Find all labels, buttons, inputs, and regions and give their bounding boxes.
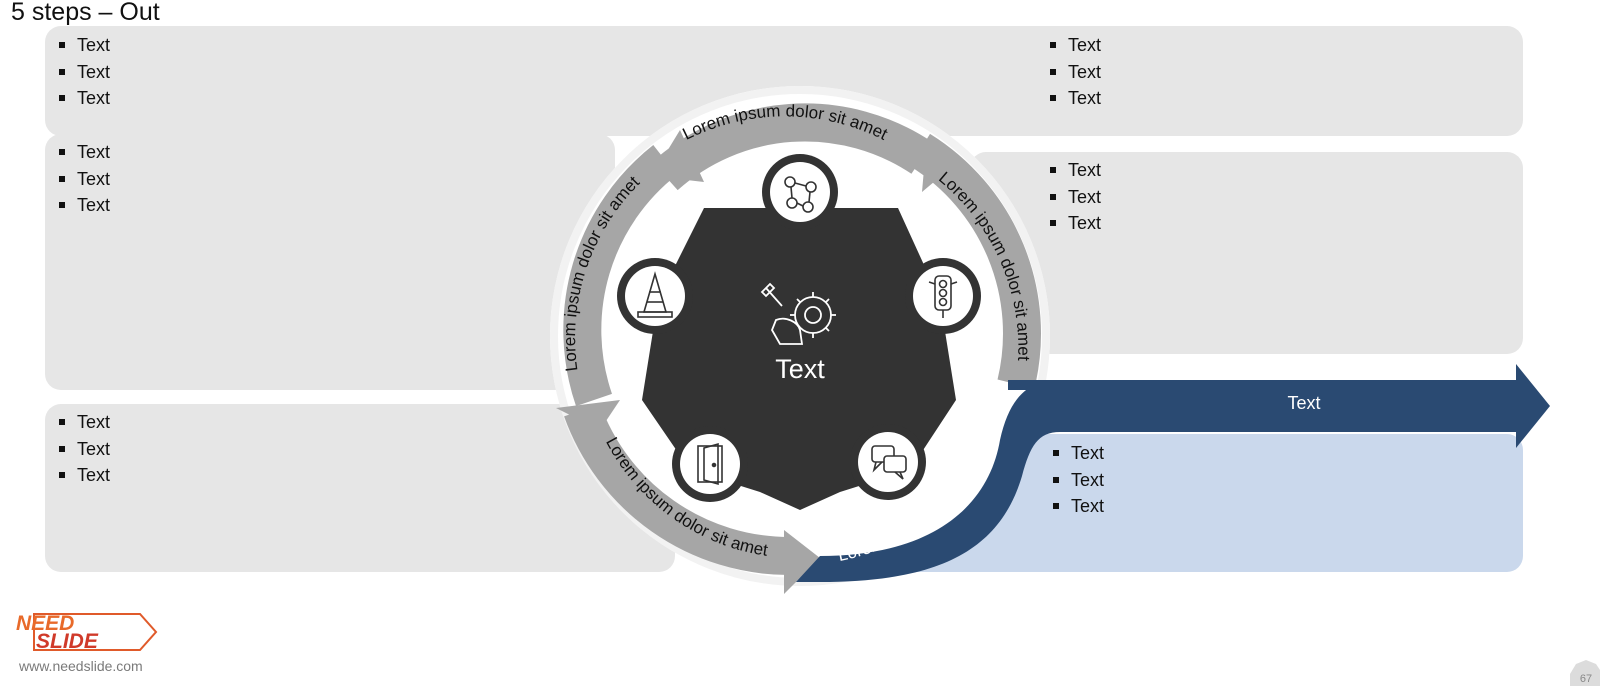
bullet-list-bottom-left: Text Text Text (57, 409, 110, 489)
logo-graphic: NEED SLIDE (16, 612, 158, 653)
bullet-item: Text (1048, 184, 1101, 211)
arc-segment-bottom-left (564, 403, 791, 576)
arc-segment-right (909, 133, 1041, 389)
bullet-item: Text (57, 166, 110, 193)
needslide-logo: NEED SLIDE (14, 610, 164, 660)
arrowhead-bottom (784, 530, 820, 594)
bullet-item: Text (1048, 210, 1101, 237)
bullet-item: Text (1048, 85, 1101, 112)
bullet-item: Text (57, 139, 110, 166)
traffic-cone-icon (637, 271, 673, 318)
bullet-item: Text (57, 192, 110, 219)
bullet-item: Text (57, 462, 110, 489)
traffic-light-icon (928, 275, 958, 318)
panel-mid-right (970, 152, 1523, 354)
arc-segment-left (563, 145, 677, 407)
page-number: 67 (1580, 673, 1592, 685)
step-node-left (617, 258, 693, 334)
bullet-list-top-right: Text Text Text (1048, 32, 1101, 112)
bullet-list-mid-right: Text Text Text (1048, 157, 1101, 237)
arrowhead-top-right (922, 146, 960, 192)
page-number-badge: 67 (1570, 660, 1600, 686)
step-node-right (905, 258, 981, 334)
bullet-item: Text (1048, 59, 1101, 86)
bullet-list-bottom-right: Text Text Text (1051, 440, 1104, 520)
step-node-bottom-left (672, 426, 748, 502)
step-node-bottom-right (850, 424, 926, 500)
svg-text:NEED: NEED (16, 612, 74, 635)
arc-segment-top (652, 103, 933, 191)
bullet-item: Text (1051, 493, 1104, 520)
network-nodes-icon (784, 176, 817, 213)
arrowhead-left (556, 400, 620, 430)
bullet-item: Text (1048, 32, 1101, 59)
out-arrow-head (1516, 364, 1550, 448)
bullet-item: Text (57, 436, 110, 463)
slide-title: 5 steps – Out (11, 0, 160, 26)
bullet-list-mid-left: Text Text Text (57, 139, 110, 219)
website-url[interactable]: www.needslide.com (19, 658, 143, 674)
out-arrow-label: Text (1287, 393, 1320, 413)
bullet-list-top-left: Text Text Text (57, 32, 110, 112)
chat-bubbles-icon (871, 445, 907, 480)
svg-text:SLIDE: SLIDE (36, 630, 99, 653)
bullet-item: Text (57, 32, 110, 59)
out-arrow-bridge (1008, 380, 1070, 390)
bullet-item: Text (1051, 440, 1104, 467)
panel-mid-left (45, 134, 615, 390)
bullet-item: Text (1051, 467, 1104, 494)
bullet-item: Text (57, 59, 110, 86)
out-arrow-body (796, 380, 1520, 582)
open-door-icon (697, 442, 723, 486)
bullet-item: Text (57, 409, 110, 436)
tools-gear-hand-icon (760, 282, 836, 345)
arrowhead-top-left (652, 130, 704, 182)
center-label: Text (775, 354, 825, 384)
bullet-item: Text (1048, 157, 1101, 184)
bullet-item: Text (57, 85, 110, 112)
step-node-top (762, 154, 838, 230)
